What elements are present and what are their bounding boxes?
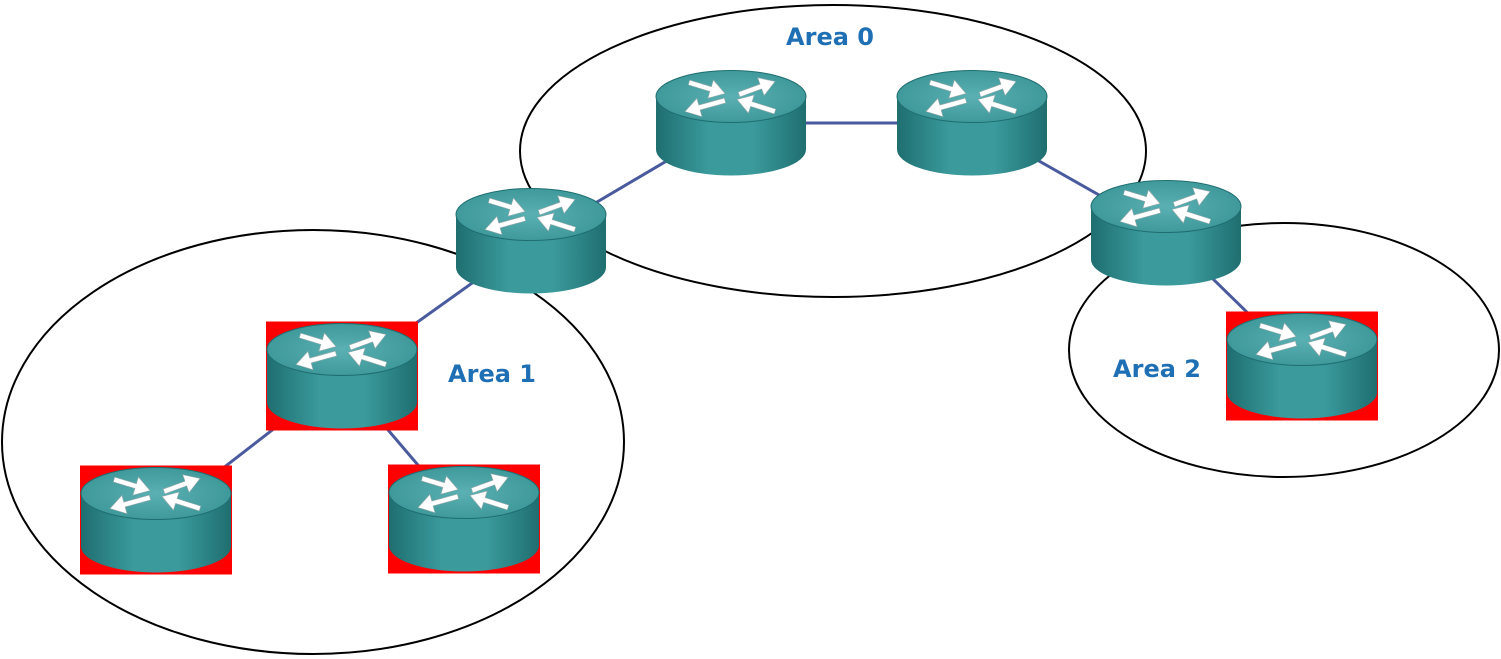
router-top xyxy=(1226,313,1378,366)
router-top xyxy=(388,466,540,519)
router-icon xyxy=(109,474,202,515)
router-arrow xyxy=(1258,322,1297,342)
router-r-a0-left[interactable] xyxy=(655,70,807,176)
router-arrow xyxy=(417,493,460,514)
router-icon xyxy=(925,77,1018,118)
router-icon xyxy=(684,77,777,118)
router-arrow xyxy=(687,79,726,99)
router-arrow xyxy=(1308,320,1347,341)
router-icon xyxy=(484,195,577,236)
router-arrow xyxy=(112,476,151,496)
router-arrow xyxy=(487,197,526,217)
router-r-a1-br[interactable] xyxy=(388,464,540,574)
router-arrow xyxy=(1307,337,1348,358)
router-r-a0-right[interactable] xyxy=(896,70,1048,176)
area-2-boundary xyxy=(1068,222,1500,478)
router-arrow xyxy=(737,77,776,98)
router-arrow xyxy=(1122,189,1161,209)
area-0-label: Area 0 xyxy=(786,23,874,51)
router-top xyxy=(896,70,1048,123)
router-arrow xyxy=(928,79,967,99)
router-arrow xyxy=(1255,340,1298,361)
router-arrow xyxy=(978,77,1017,98)
router-arrow xyxy=(977,94,1018,115)
router-top xyxy=(1090,180,1242,233)
router-arrow xyxy=(109,494,152,515)
router-arrow xyxy=(925,97,968,118)
router-arrow xyxy=(298,332,337,352)
router-r-abr-1[interactable] xyxy=(455,188,607,294)
router-icon xyxy=(1255,320,1348,361)
router-r-abr-2[interactable] xyxy=(1090,180,1242,286)
router-top xyxy=(655,70,807,123)
router-arrow xyxy=(1119,207,1162,228)
router-arrow xyxy=(295,350,338,371)
router-arrow xyxy=(469,490,510,511)
router-arrow xyxy=(537,195,576,216)
router-arrow xyxy=(348,330,387,351)
router-arrow xyxy=(470,473,509,494)
router-r-a1-mid[interactable] xyxy=(266,321,418,431)
router-r-a2[interactable] xyxy=(1226,311,1378,421)
router-arrow xyxy=(420,475,459,495)
router-arrow xyxy=(736,94,777,115)
area-2-label: Area 2 xyxy=(1113,355,1201,383)
router-top xyxy=(80,467,232,520)
router-arrow xyxy=(484,215,527,236)
router-arrow xyxy=(536,212,577,233)
router-icon xyxy=(1119,187,1212,228)
area-0-boundary xyxy=(519,4,1147,298)
router-arrow xyxy=(347,347,388,368)
router-top xyxy=(455,188,607,241)
router-arrow xyxy=(162,474,201,495)
area-1-label: Area 1 xyxy=(448,360,536,388)
router-arrow xyxy=(684,97,727,118)
router-r-a1-bl[interactable] xyxy=(80,465,232,575)
router-arrow xyxy=(161,491,202,512)
router-arrow xyxy=(1171,204,1212,225)
router-arrow xyxy=(1172,187,1211,208)
router-icon xyxy=(417,473,510,514)
area-1-boundary xyxy=(1,229,625,655)
router-top xyxy=(266,323,418,376)
router-icon xyxy=(295,330,388,371)
